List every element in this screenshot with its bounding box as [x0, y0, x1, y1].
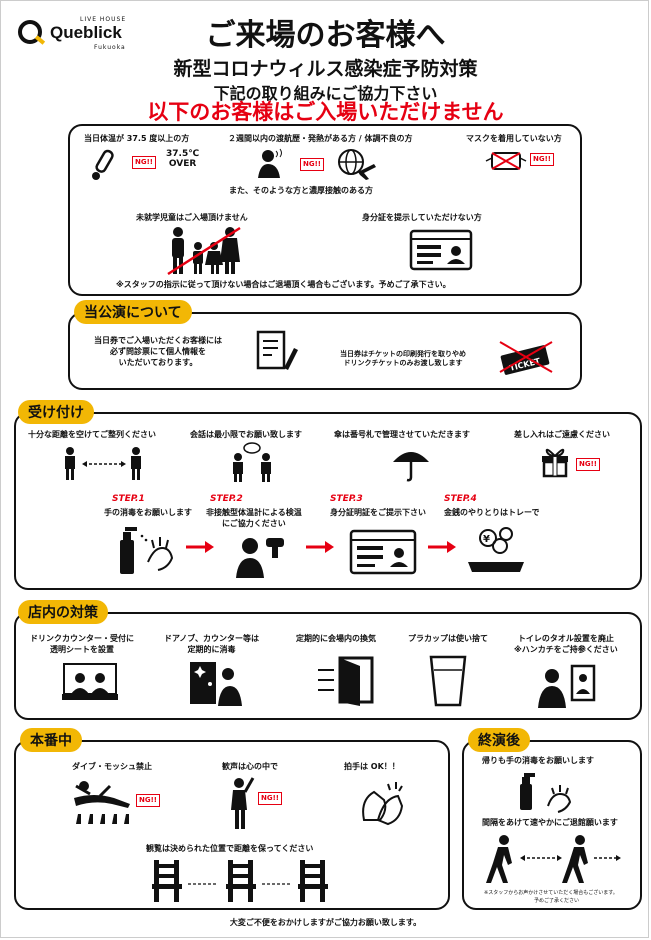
no-ticket-icon: TICKET [499, 341, 553, 375]
step-3-text: 身分証明証をご提示下さい [330, 508, 426, 517]
page-subtitle: 新型コロナウィルス感染症予防対策 [173, 58, 478, 80]
venue-tab: 店内の対策 [18, 600, 108, 624]
ventilation-door-icon [318, 656, 374, 706]
no-cheer-icon [231, 777, 255, 829]
fever-person-icon [258, 148, 282, 178]
id-card-present-icon [349, 529, 417, 575]
ticket-text: 当日券はチケットの印刷発行を取りやめドリンクチケットのみお渡し致します [340, 350, 466, 368]
page-title: ご来場のお客様へ [205, 18, 446, 53]
ventilation-label: 定期的に会場内の換気 [296, 634, 376, 643]
questionnaire-text: 当日券でご入場いただくお客様には必ず問診票にて個人情報をいただいております。 [94, 336, 222, 367]
temp-label: 当日体温が 37.5 度以上の方 [84, 134, 190, 143]
logo-q-icon [18, 20, 42, 44]
ng-badge-travel: NG!! [300, 158, 324, 171]
money-tray-icon: ¥ [468, 527, 524, 572]
ng-badge-voice: NG!! [258, 792, 282, 805]
after-sanitize-label: 帰りも手の消毒をお願いします [482, 756, 594, 765]
step-arrow-2-icon [306, 541, 334, 553]
id-label: 身分証を提示していただけない方 [362, 213, 482, 222]
children-label: 未就学児童はご入場頂けません [136, 213, 248, 222]
after-note-1: ※スタッフからお声かけさせていただく場合もございます。 [484, 890, 618, 896]
performance-box [68, 312, 582, 390]
after-sanitizer-icon [520, 773, 572, 813]
talk-label: 会話は最小限でお願い致します [190, 430, 302, 439]
logo-sub: Fukuoka [94, 44, 126, 51]
towel-label: トイレのタオル設置を廃止※ハンカチをご持参ください [514, 634, 618, 654]
conversation-icon [233, 442, 271, 482]
step-1-text: 手の消毒をお願いします [104, 508, 192, 517]
globe-plane-icon [338, 149, 376, 180]
seat-label: 観覧は決められた位置で距離を保ってください [146, 844, 314, 853]
step-2-label: STEP.2 [210, 494, 243, 504]
ng-badge-dive: NG!! [136, 794, 160, 807]
counter-label: ドリンクカウンター・受付に透明シートを設置 [30, 634, 134, 654]
step-4-text: 金銭のやりとりはトレーで [444, 508, 540, 517]
reception-box [14, 412, 642, 590]
umbrella-label: 傘は番号札で管理させていただきます [334, 430, 470, 439]
performance-tab: 当公演について [74, 300, 192, 324]
ng-badge-temp: NG!! [132, 156, 156, 169]
clap-label: 拍手は OK！！ [344, 762, 400, 771]
step-arrow-3-icon [428, 541, 456, 553]
queue-distance-icon [65, 447, 141, 480]
umbrella-icon [393, 452, 429, 482]
request-text: 下記の取り組みにご協力下さい [213, 84, 438, 103]
step-2-text: 非接触型体温計による検温にご協力ください [206, 508, 302, 528]
ng-badge-mask: NG!! [530, 153, 554, 166]
temperature-check-icon [236, 538, 284, 578]
no-dive-icon [74, 781, 130, 824]
leave-distance-icon [486, 835, 621, 883]
warning-text: 以下のお客様はご入場いただけません [147, 100, 504, 124]
step-4-label: STEP.4 [444, 494, 477, 504]
voice-label: 歓声は心の中で [222, 762, 278, 771]
disinfect-door-icon [190, 662, 242, 706]
cup-label: プラカップは使い捨て [408, 634, 488, 643]
after-box [462, 740, 642, 910]
handkerchief-person-icon [538, 664, 596, 708]
clapping-hands-icon [362, 782, 404, 826]
step-3-label: STEP.3 [330, 494, 363, 504]
logo-name: Queblick [50, 23, 122, 42]
travel-label: ２週間以内の渡航歴・発熱がある方 / 体調不良の方 [228, 134, 413, 143]
distance-label: 十分な距離を空けてご整列ください [28, 430, 156, 439]
staff-instruction-note: ※スタッフの指示に従って頂けない場合はご退場頂く場合もございます。予めご了承下さ… [116, 280, 451, 289]
no-mask-icon [485, 152, 527, 170]
thermometer-icon [92, 149, 114, 180]
show-tab: 本番中 [20, 728, 82, 752]
ng-badge-gift: NG!! [576, 458, 600, 471]
dive-label: ダイブ・モッシュ禁止 [72, 762, 152, 771]
counter-sheet-icon [62, 663, 118, 700]
family-icon [167, 226, 241, 276]
spaced-chairs-icon [152, 860, 328, 902]
hand-sanitizer-icon [120, 527, 174, 574]
after-leave-label: 間隔をあけて速やかにご退館願います [482, 818, 618, 827]
contact-label: また、そのような方と濃厚接触のある方 [229, 186, 373, 195]
mask-label: マスクを着用していない方 [466, 134, 562, 143]
plastic-cup-icon [429, 655, 467, 707]
id-card-icon [409, 229, 473, 271]
svg-text:¥: ¥ [483, 534, 490, 545]
gift-icon [542, 448, 568, 478]
queblick-logo: LIVE HOUSE Queblick Fukuoka [18, 14, 158, 54]
after-note-2: 予めご了承ください [534, 898, 580, 904]
step-arrow-1-icon [186, 541, 214, 553]
doorknob-label: ドアノブ、カウンター等は定期的に消毒 [164, 634, 260, 654]
after-tab: 終演後 [468, 728, 530, 752]
venue-box [14, 612, 642, 720]
gift-label: 差し入れはご遠慮ください [514, 430, 610, 439]
footer-text: 大変ご不便をおかけしますがご協力お願い致します。 [229, 918, 422, 927]
logo-sup: LIVE HOUSE [80, 16, 127, 23]
questionnaire-icon [256, 330, 298, 370]
step-1-label: STEP.1 [112, 494, 145, 504]
reception-tab: 受け付け [18, 400, 94, 424]
